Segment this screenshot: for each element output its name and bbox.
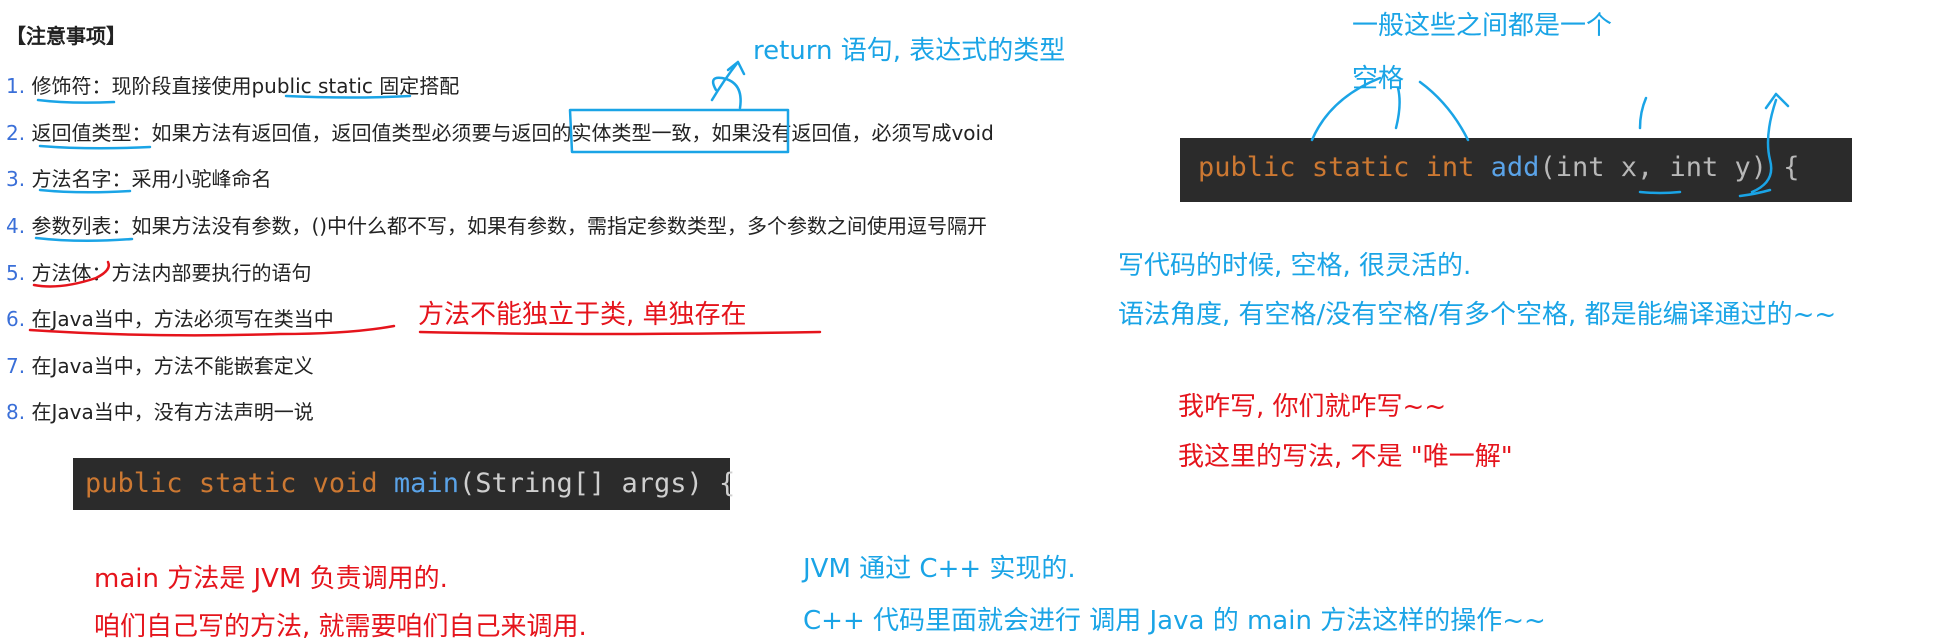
main-note-line1: main 方法是 JVM 负责调用的. (94, 564, 448, 594)
note-text: 方法体：方法内部要执行的语句 (31, 261, 312, 285)
space-note-line1: 一般这些之间都是一个 (1352, 11, 1613, 41)
note-text: 在Java当中，方法必须写在类当中 (31, 307, 334, 331)
code-function-name: add (1490, 152, 1540, 183)
space-arc-4 (1638, 96, 1648, 130)
note-item-4: 4. 参数列表：如果方法没有参数，()中什么都不写，如果有参数，需指定参数类型，… (6, 210, 987, 239)
note-number: 5. (6, 261, 26, 285)
space-note-line2: 空格 (1352, 64, 1405, 94)
arrow-head-add (1764, 92, 1790, 110)
space-arc-3 (1418, 80, 1470, 142)
flex-note-line2: 语法角度, 有空格/没有空格/有多个空格, 都是能编译通过的~~ (1118, 300, 1837, 330)
code-add-signature: public static int add(int x, int y) { (1180, 138, 1852, 202)
code-param: (int x, (1539, 152, 1654, 183)
note-number: 3. (6, 167, 26, 191)
code-keyword: int (1425, 152, 1475, 183)
arrow-to-return-note (711, 76, 742, 110)
code-keyword: static (1311, 152, 1410, 183)
return-note: return 语句, 表达式的类型 (753, 36, 1066, 66)
code-keyword: void (312, 468, 378, 499)
note-item-2: 2. 返回值类型：如果方法有返回值，返回值类型必须要与返回的实体类型一致，如果没… (6, 117, 994, 146)
red-note-line1: 我咋写, 你们就咋写~~ (1178, 392, 1447, 422)
underline-modifier (36, 98, 116, 104)
note-item-5: 5. 方法体：方法内部要执行的语句 (6, 257, 311, 286)
note-number: 4. (6, 214, 26, 238)
underline-class-note (418, 330, 822, 336)
code-param: int y) { (1669, 152, 1800, 183)
note-item-3: 3. 方法名字：采用小驼峰命名 (6, 163, 271, 192)
main-note-line2: 咱们自己写的方法, 就需要咱们自己来调用. (94, 612, 587, 642)
notes-title: 【注意事项】 (6, 24, 126, 48)
note-item-7: 7. 在Java当中，方法不能嵌套定义 (6, 350, 314, 379)
code-keyword: public (85, 468, 183, 499)
note-number: 1. (6, 74, 26, 98)
note-item-1: 1. 修饰符：现阶段直接使用public static 固定搭配 (6, 70, 459, 99)
note-number: 6. (6, 307, 26, 331)
underline-return-type (38, 144, 152, 150)
note-number: 2. (6, 121, 26, 145)
note-text: 在Java当中，没有方法声明一说 (31, 400, 314, 424)
note-number: 8. (6, 400, 26, 424)
note-text: 参数列表：如果方法没有参数，()中什么都不写，如果有参数，需指定参数类型，多个参… (31, 214, 988, 238)
arrow-head-return (710, 60, 746, 102)
note-item-8: 8. 在Java当中，没有方法声明一说 (6, 396, 314, 425)
flex-note-line1: 写代码的时候, 空格, 很灵活的. (1118, 251, 1472, 281)
note-number: 7. (6, 354, 26, 378)
class-note: 方法不能独立于类, 单独存在 (418, 300, 747, 330)
note-text: 在Java当中，方法不能嵌套定义 (31, 354, 314, 378)
code-main-signature: public static void main(String[] args) { (73, 458, 735, 510)
note-item-6: 6. 在Java当中，方法必须写在类当中 (6, 303, 334, 332)
jvm-note-line1: JVM 通过 C++ 实现的. (803, 554, 1076, 584)
code-keyword: public (1198, 152, 1296, 183)
note-text: 修饰符：现阶段直接使用public static 固定搭配 (31, 74, 460, 98)
code-function-name: main (393, 468, 459, 499)
code-params: (String[] args) { (458, 468, 736, 499)
red-note-line2: 我这里的写法, 不是 "唯一解" (1178, 442, 1513, 472)
note-text: 方法名字：采用小驼峰命名 (31, 167, 272, 191)
note-text: 返回值类型：如果方法有返回值，返回值类型必须要与返回的实体类型一致，如果没有返回… (31, 121, 994, 145)
code-keyword: static (198, 468, 297, 499)
jvm-note-line2: C++ 代码里面就会进行 调用 Java 的 main 方法这样的操作~~ (803, 606, 1546, 636)
